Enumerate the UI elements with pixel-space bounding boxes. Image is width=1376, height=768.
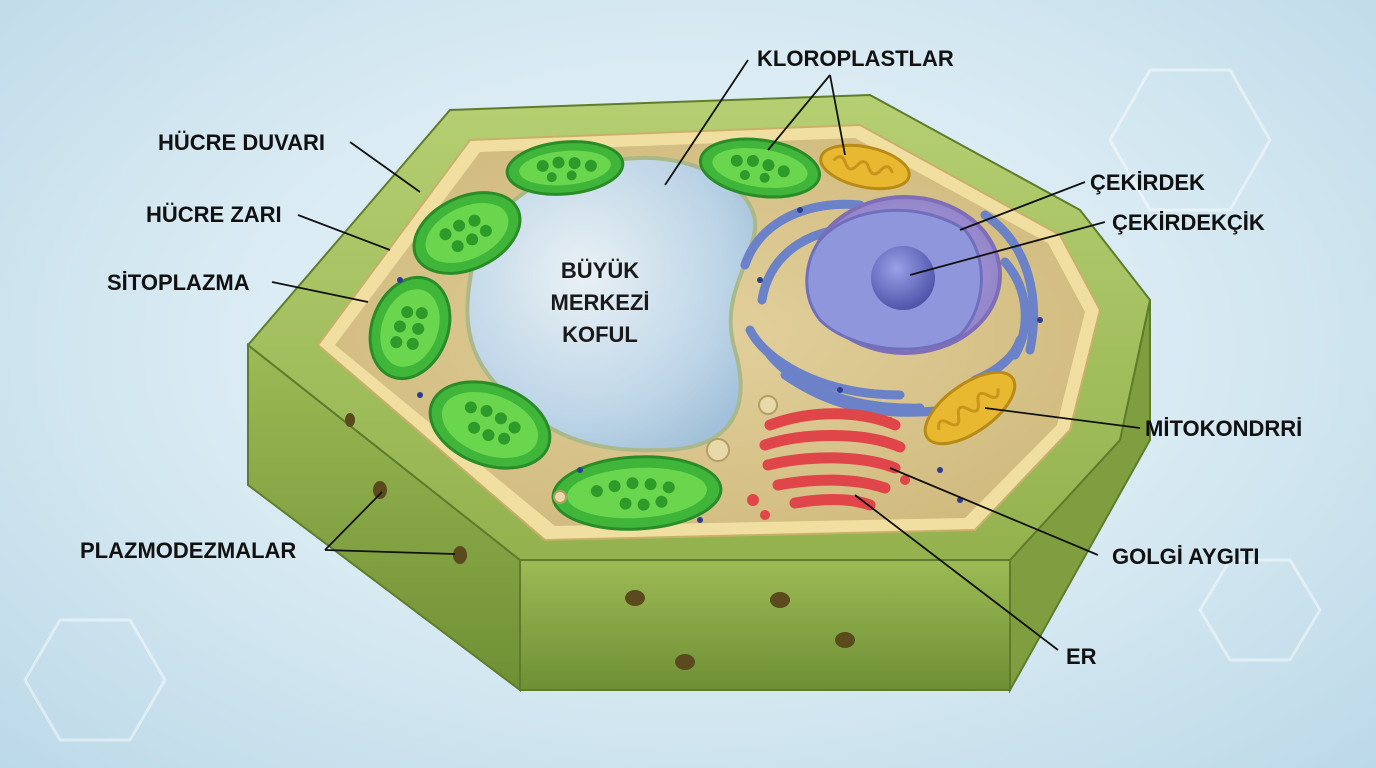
label-er: ER (1066, 644, 1097, 669)
chloroplast (368, 275, 452, 381)
leader-lines (271, 59, 1141, 651)
label-koful-line1: BÜYÜK (561, 258, 639, 283)
golgi-apparatus (759, 408, 906, 511)
labels: HÜCRE DUVARI HÜCRE ZARI SİTOPLAZMA PLAZM… (80, 46, 1302, 669)
nucleolus (871, 246, 935, 310)
label-kloroplastlar: KLOROPLASTLAR (757, 46, 954, 71)
plasmodesmata-holes (345, 413, 855, 670)
chloroplast (505, 140, 625, 196)
label-golgi: GOLGİ AYGITI (1112, 544, 1260, 569)
mitochondrion-right (923, 370, 1017, 446)
chloroplast (698, 137, 822, 199)
label-koful-line3: KOFUL (562, 322, 638, 347)
chloroplast (551, 455, 723, 531)
golgi-vesicles (747, 475, 910, 520)
label-plazmodezmalar: PLAZMODEZMALAR (80, 538, 296, 563)
nucleus (805, 195, 1002, 355)
endoplasmic-reticulum (740, 199, 1039, 417)
mitochondrion-top (819, 143, 911, 191)
label-sitoplazma: SİTOPLAZMA (107, 270, 250, 295)
chloroplasts (368, 137, 822, 531)
mitochondria (819, 143, 1017, 446)
label-cekirdek: ÇEKİRDEK (1090, 170, 1205, 195)
label-cekirdekcik: ÇEKİRDEKÇİK (1112, 210, 1265, 235)
vesicles (553, 395, 778, 504)
label-mitokondri: MİTOKONDRRİ (1145, 416, 1302, 441)
cell-wall-front-right (519, 559, 1011, 691)
chloroplast (412, 191, 522, 275)
label-koful-line2: MERKEZİ (551, 290, 650, 315)
label-hucre-zari: HÜCRE ZARI (146, 202, 282, 227)
chloroplast (428, 380, 552, 470)
label-hucre-duvari: HÜCRE DUVARI (158, 130, 325, 155)
background-hexagons (23, 68, 1322, 742)
